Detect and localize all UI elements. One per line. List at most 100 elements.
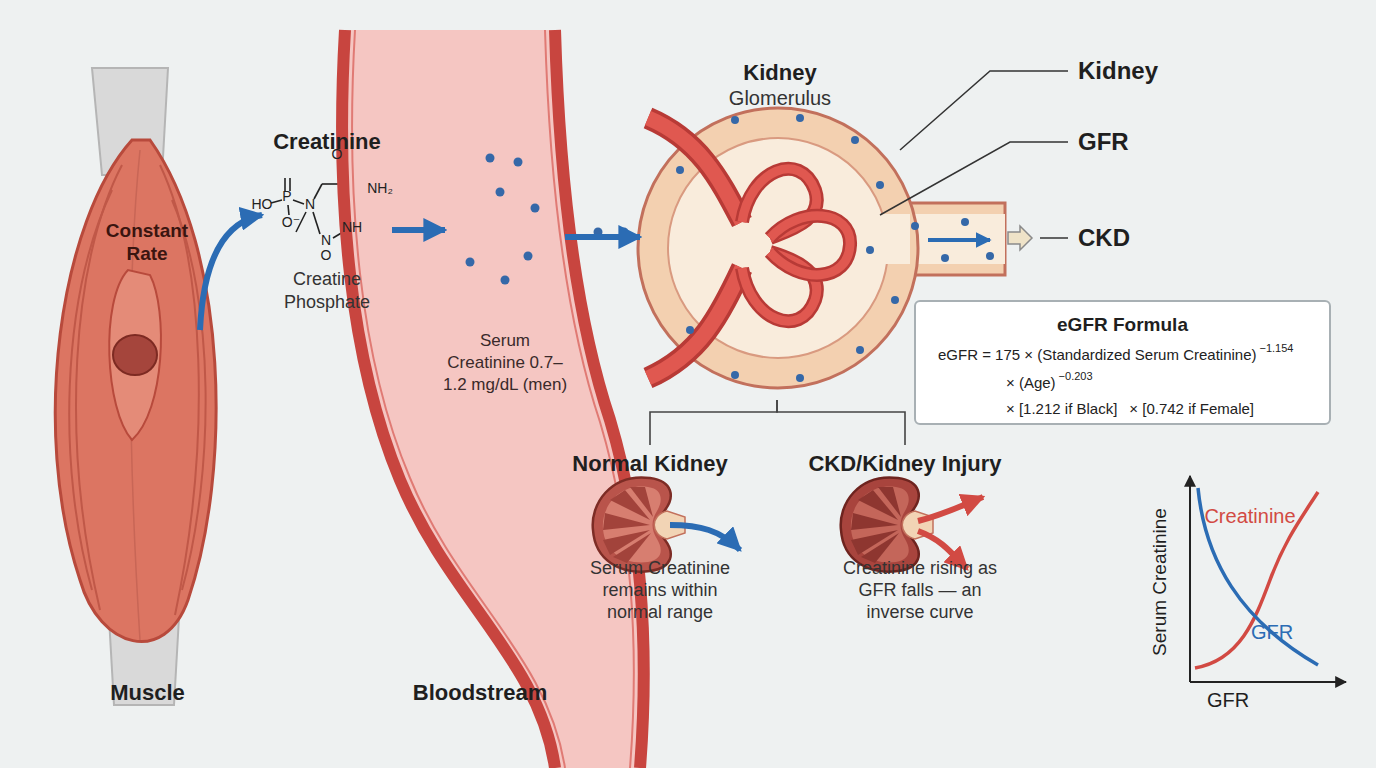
filtrate-dots [961,218,969,226]
muscle-illustration [172,200,206,590]
serum-range-text: Serum Creatinine 0.7–1.2 mg/dL (men) [441,330,569,396]
blood-vessel [342,30,644,768]
muscle-illustration [109,270,161,440]
formula-line: × [1.212 if Black]× [0.742 if Female] [1006,400,1254,417]
glomerulus-node: KidneyGlomerulus [640,50,930,400]
normal-kidney-node: Normal KidneySerum Creatinine remains wi… [555,445,745,625]
blood-vessel [555,30,644,768]
formula-exponent: −1.154 [1260,342,1294,354]
glomerulus-illustration [648,118,742,222]
muscle-illustration [55,68,216,705]
ckd-kidney-illustration [851,513,898,530]
molecule-structure [314,184,322,199]
callout-label: CKD [1078,225,1130,251]
molecule-structure [313,212,320,234]
creatinine-dots [501,276,510,285]
atom-label: N [305,197,315,212]
chart-axes [1190,476,1346,682]
filtrate-dots [731,116,739,124]
atom-label: O [332,147,343,162]
panel-title: Normal Kidney [545,451,755,477]
formula-term: eGFR = 175 × (Standardized Serum Creatin… [938,346,1257,363]
glomerulus-illustration [770,216,850,275]
formula-exponent: −0.203 [1059,370,1093,382]
ckd-kidney-illustration [841,477,983,571]
molecule-node: CreatinineCreatine Phosphate [262,125,392,315]
creatinine-dots [524,252,533,261]
part-name: Bloodstream [400,680,560,706]
filtrate-dots [686,326,694,334]
muscle-illustration [69,190,112,590]
bloodstream-node: Serum Creatinine 0.7–1.2 mg/dL (men)Bloo… [445,40,565,705]
filtrate-dots [866,246,874,254]
leader-line [880,142,1068,215]
panel-caption: Serum Creatinine remains within normal r… [575,557,745,623]
flow-arrow [200,215,262,330]
panel-caption: Creatinine rising as GFR falls — an inve… [830,557,1010,623]
molecule-structure [288,205,289,215]
formula-term: × [1.212 if Black] [1006,400,1117,417]
chart-axes [1190,681,1346,683]
glomerulus-illustration [928,238,990,242]
filtrate-dots [856,346,864,354]
creatinine-dots [496,188,505,197]
muscle-illustration [55,140,216,641]
flow-arrow [392,227,445,233]
atom-label: P [282,189,291,204]
normal-kidney-illustration [603,513,650,530]
part-name: Muscle [65,680,230,706]
glomerulus-illustration [638,108,918,388]
box-title: eGFR Formula [916,314,1329,337]
muscle-illustration [113,335,157,375]
ckd-kidney-illustration [851,487,909,563]
bracket-line [650,400,777,445]
callout-label: GFR [1078,129,1129,155]
curve-label: Creatinine [1204,505,1295,527]
molecule-title: Creatinine [252,129,402,155]
chart-axes [1189,476,1191,682]
glomerulus-subtitle: Glomerulus [640,86,920,110]
atom-label: NH [342,220,362,235]
molecule-structure [293,200,304,204]
normal-kidney-illustration [630,487,653,517]
formula-box: eGFR = 175 × (Standardized Serum Creatin… [914,300,1331,425]
blood-vessel [342,30,644,768]
glomerulus-illustration [648,268,742,378]
callout-label: Kidney [1078,58,1158,84]
filtrate-dots [796,374,804,382]
atom-label: HO [252,197,273,212]
gfr-curve [1198,488,1318,665]
filtrate-dots [676,166,684,174]
atom-label: N [321,233,331,248]
filtrate-dots [986,252,994,260]
normal-kidney-illustration [593,477,740,571]
ckd-kidney-illustration [878,487,901,517]
filtrate-dots [911,222,919,230]
creatinine-dots [594,228,603,237]
glomerulus-illustration [880,214,910,264]
formula-line: × (Age)−0.203 [1006,374,1093,391]
blood-vessel [545,30,634,768]
normal-kidney-illustration [603,487,661,563]
filtrate-dots [876,181,884,189]
creatinine-dots [531,204,540,213]
filtrate-dots [851,136,859,144]
creatinine-dots [486,154,495,163]
muscle-node: Constant RateMuscle [95,200,200,710]
filtrate-dots [731,371,739,379]
glomerulus-illustration [648,268,742,378]
glomerulus-title: Kidney [640,60,920,86]
axis-label: GFR [1207,689,1249,711]
formula-line: eGFR = 175 × (Standardized Serum Creatin… [938,346,1293,363]
creatinine-curve [1195,492,1318,668]
glomerulus-illustration [770,216,850,275]
glomerulus-illustration [880,214,1005,264]
filtrate-dots [941,254,949,262]
panel-title: CKD/Kidney Injury [775,451,1035,477]
bracket-line [777,400,905,445]
blood-vessel [352,30,565,768]
creatinine-dots [620,228,629,237]
ckd-kidney-node: CKD/Kidney InjuryCreatinine rising as GF… [775,445,1035,625]
